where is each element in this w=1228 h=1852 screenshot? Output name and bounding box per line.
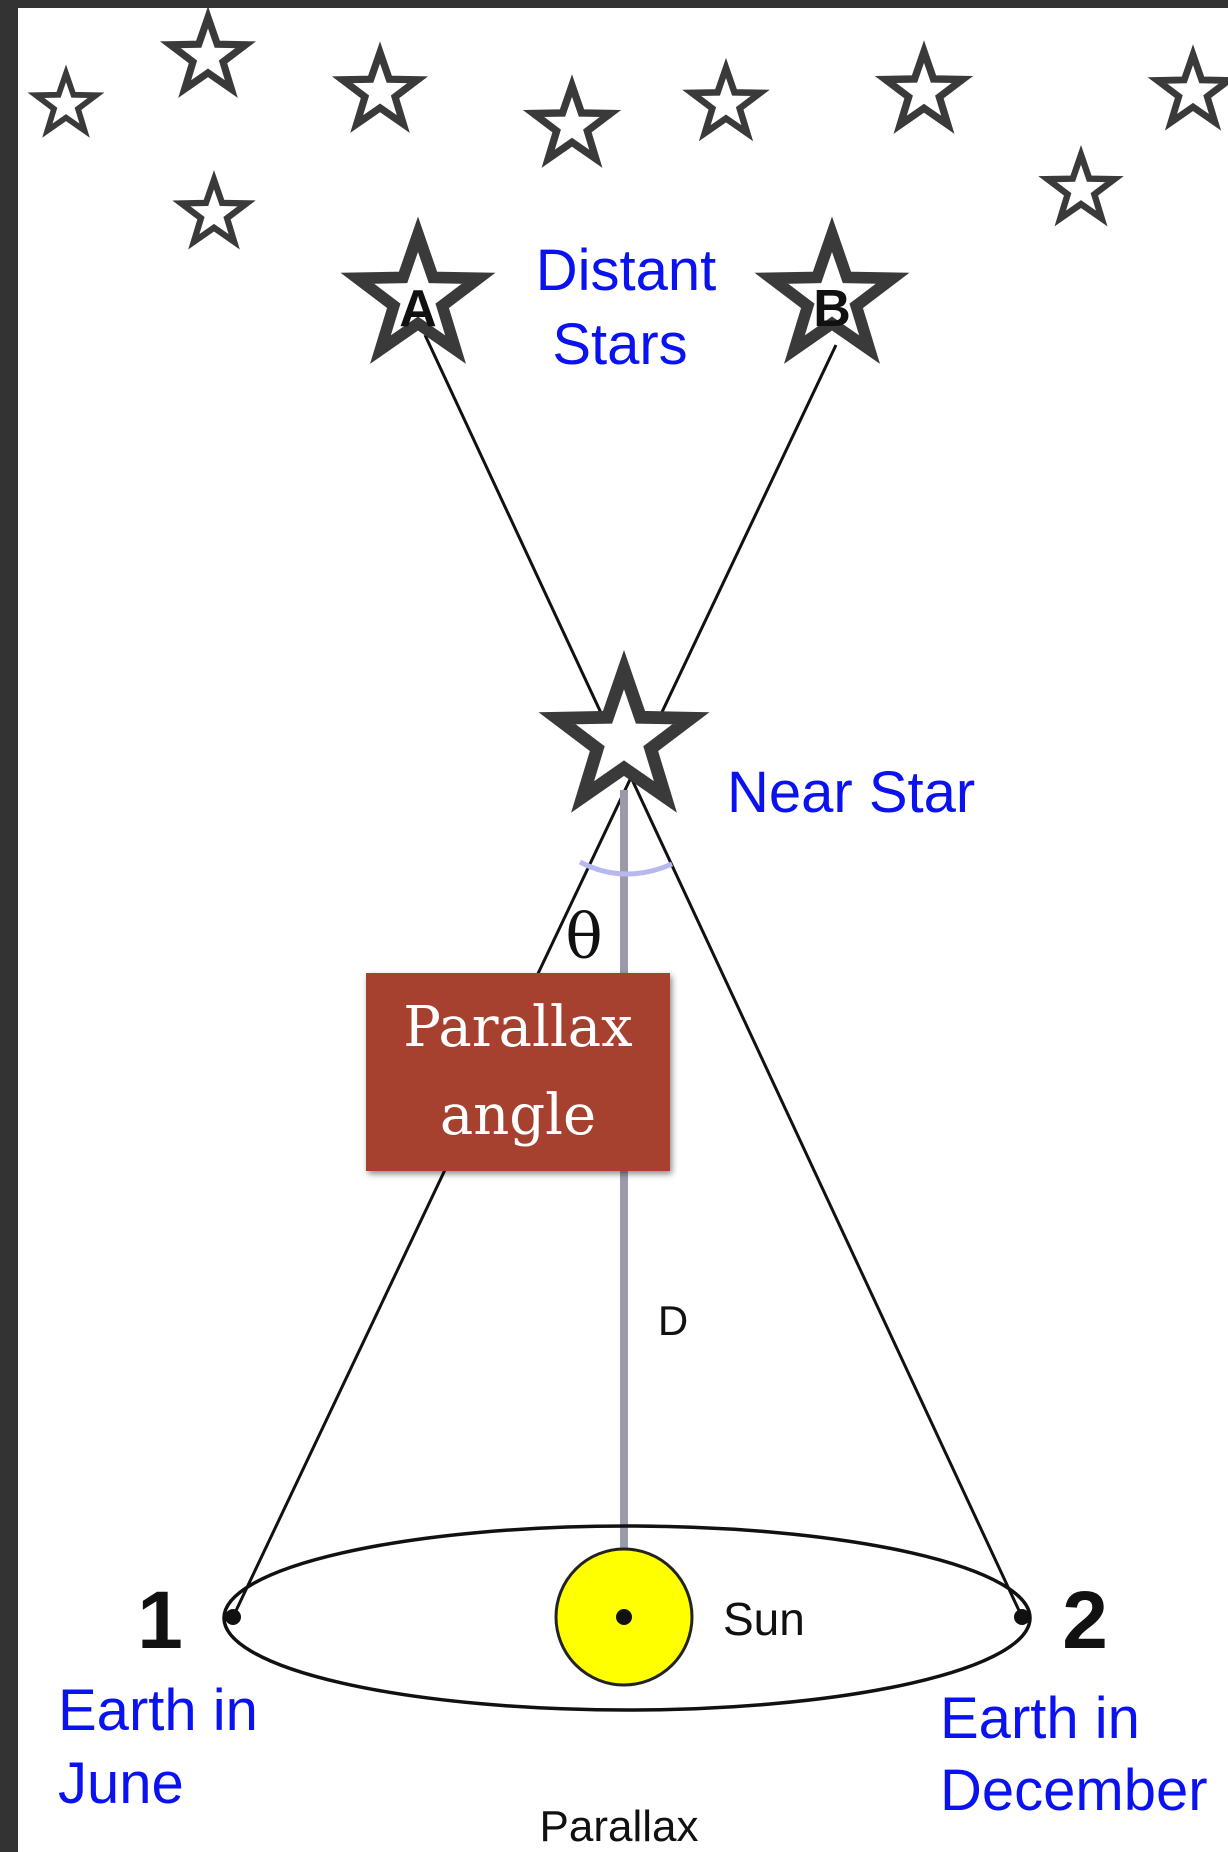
- diagram-caption: Parallax: [540, 1802, 699, 1851]
- parallax-angle-callout: Parallax angle: [366, 973, 670, 1171]
- star-icon: [692, 68, 761, 133]
- star-icon: [170, 17, 245, 89]
- earth-position-1: [225, 1609, 241, 1625]
- distant-stars-label-line1: Distant: [536, 238, 717, 303]
- distant-star-a: A: [357, 234, 478, 349]
- theta-label: θ: [565, 900, 602, 973]
- distant-star-b: B: [771, 234, 892, 349]
- star-icon: [342, 52, 417, 124]
- star-icon: [886, 52, 963, 125]
- background-stars: [36, 17, 1228, 241]
- sun-label: Sun: [723, 1593, 805, 1645]
- star-icon: [181, 180, 246, 242]
- star-b-label: B: [813, 280, 851, 338]
- earth-december-label-line2: December: [940, 1758, 1208, 1823]
- callout-line1: Parallax: [403, 984, 633, 1072]
- near-star-label: Near Star: [727, 760, 975, 825]
- star-icon: [1048, 155, 1115, 219]
- point-2-label: 2: [1062, 1575, 1108, 1666]
- star-icon: [1157, 55, 1228, 123]
- point-1-label: 1: [137, 1575, 183, 1666]
- earth-june-label-line2: June: [58, 1751, 184, 1816]
- sun-center-dot: [616, 1609, 632, 1625]
- distance-label: D: [658, 1297, 688, 1344]
- sun: [556, 1549, 692, 1685]
- star-icon: [534, 86, 611, 159]
- earth-june-label-line1: Earth in: [58, 1678, 258, 1743]
- star-icon: [36, 73, 96, 130]
- earth-december-label-line1: Earth in: [940, 1686, 1140, 1751]
- callout-line2: angle: [440, 1072, 596, 1160]
- near-star-icon: [557, 670, 691, 797]
- distant-stars-label-line2: Stars: [552, 312, 687, 377]
- star-a-label: A: [399, 280, 437, 338]
- earth-position-2: [1014, 1609, 1030, 1625]
